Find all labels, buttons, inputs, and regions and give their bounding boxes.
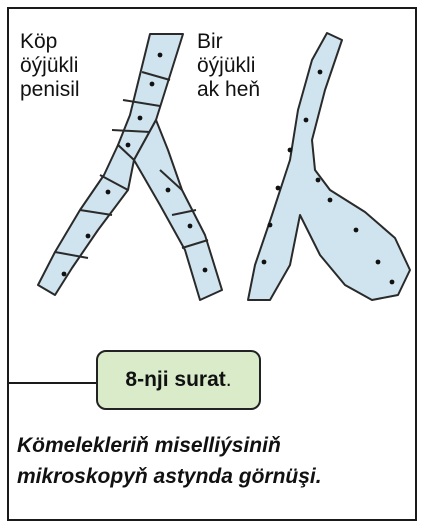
label-line: öýjükli xyxy=(20,54,80,78)
unicellular-label: Bir öýjükli ak heň xyxy=(197,30,260,102)
unicellular-hypha xyxy=(248,33,410,300)
multicellular-label: Köp öýjükli penisil xyxy=(20,30,80,102)
figure-number-badge: 8-nji surat. xyxy=(96,350,261,410)
figure-caption: Kömelekleriň miselliýsiniň mikroskopyň a… xyxy=(17,430,417,492)
caption-line: mikroskopyň astynda görnüşi. xyxy=(17,461,417,492)
connector-line xyxy=(9,382,97,384)
figure-number: 8-nji surat xyxy=(125,368,225,392)
label-line: öýjükli xyxy=(197,54,260,78)
label-line: penisil xyxy=(20,78,80,102)
label-line: Köp xyxy=(20,30,80,54)
label-line: Bir xyxy=(197,30,260,54)
caption-line: Kömelekleriň miselliýsiniň xyxy=(17,430,417,461)
label-line: ak heň xyxy=(197,78,260,102)
figure-number-suffix: . xyxy=(226,368,232,392)
